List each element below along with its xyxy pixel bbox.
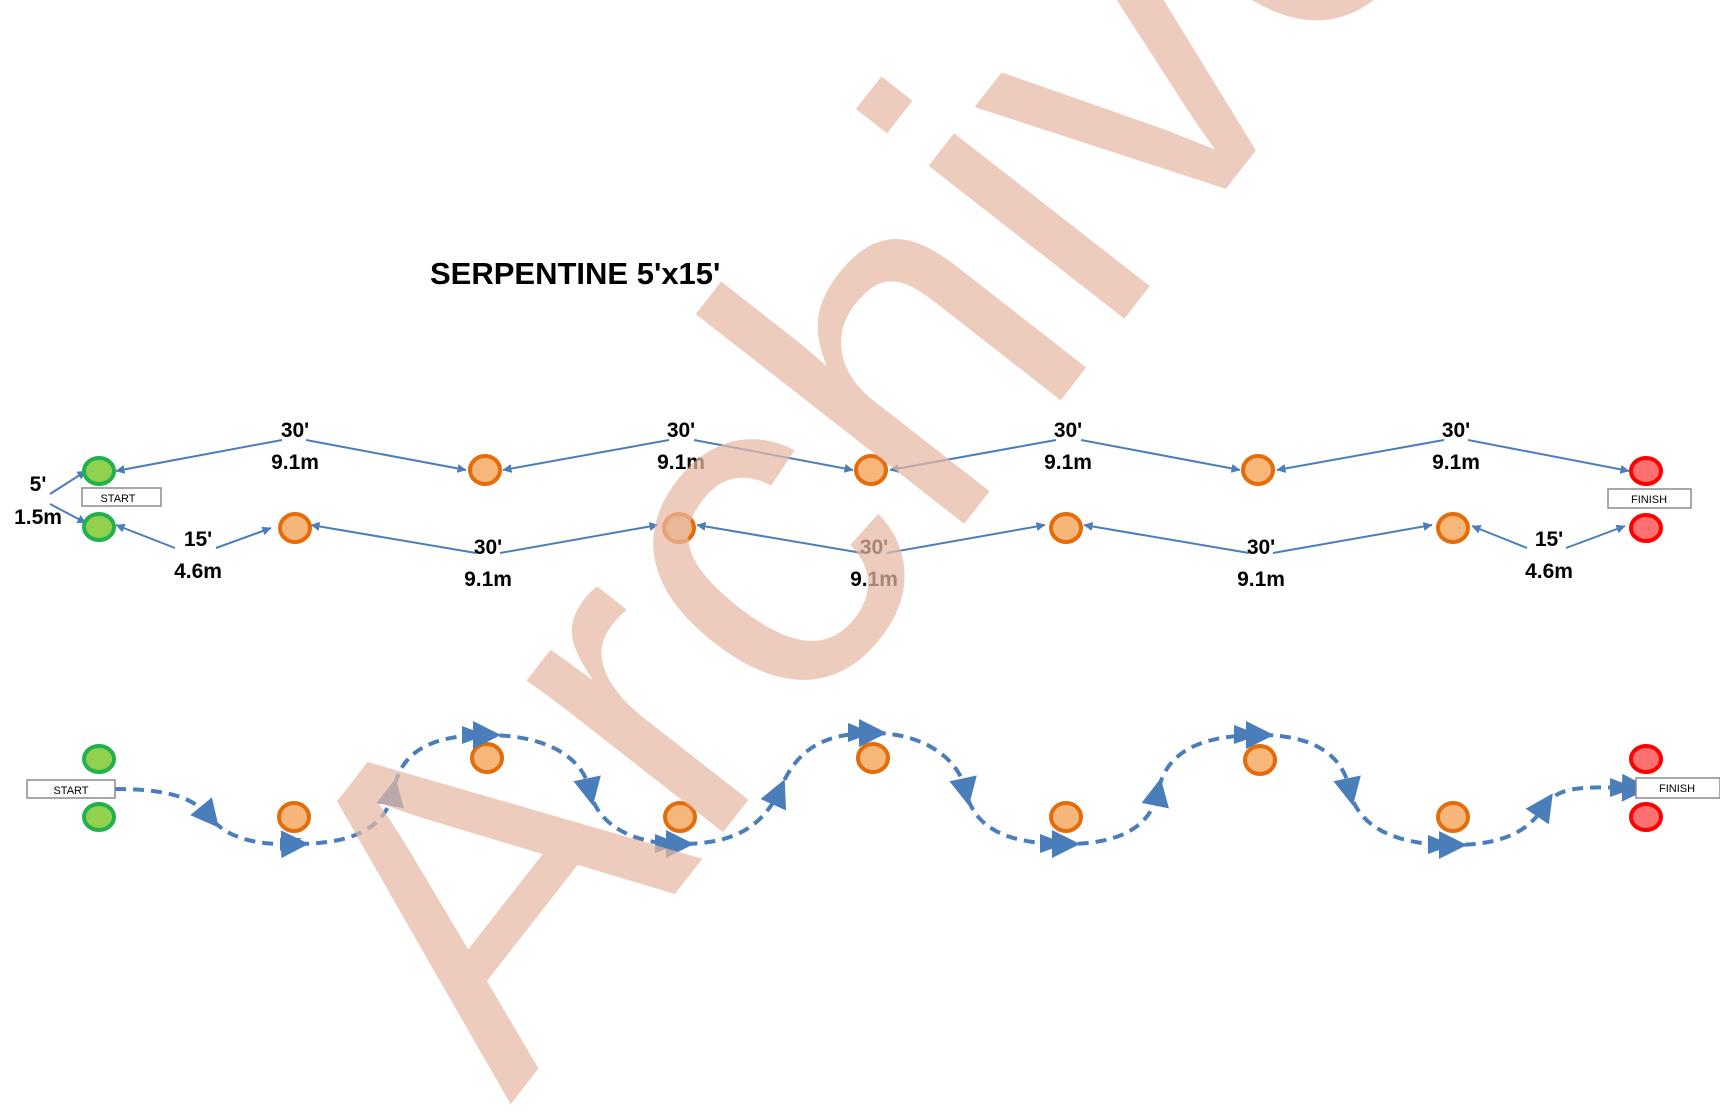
cone-top-2: [854, 454, 888, 486]
route-arrow-2: [462, 726, 486, 744]
route-cone-high-3: [1243, 744, 1277, 776]
route-finish-cone-top: [1629, 744, 1663, 774]
dim-line-top-1b: [305, 439, 467, 473]
dim-line-br-a: [1471, 524, 1528, 549]
dim-line-top-3b: [1080, 439, 1241, 473]
route-start-box: START: [26, 779, 116, 799]
dim-line-b1-a: [310, 521, 477, 554]
dim-label-br-m: 4.6m: [1525, 560, 1573, 583]
dim-label-b3-m: 9.1m: [1237, 568, 1285, 591]
dim-label-top-1-ft: 30': [281, 419, 309, 442]
archived-watermark: Archived: [175, 0, 1715, 1120]
cone-top-3: [1241, 454, 1275, 486]
route-cone-low-4: [1436, 801, 1470, 833]
start-cone-top: [82, 456, 116, 486]
cone-bottom-1: [278, 512, 312, 544]
dim-label-b1-ft: 30': [474, 536, 502, 559]
route-start-cone-top: [82, 744, 116, 774]
start-cone-bottom: [82, 512, 116, 542]
top-finish-label: FINISH: [1631, 494, 1667, 506]
route-cone-low-3: [1049, 801, 1083, 833]
dim-label-gap-m: 1.5m: [14, 506, 62, 529]
route-arrow-1: [280, 838, 302, 851]
dim-line-br-b: [1565, 524, 1626, 549]
top-dimension-labels: 30' 9.1m 30' 9.1m 30' 9.1m 30' 9.1m 5' 1…: [14, 419, 1480, 529]
dim-label-top-2-m: 9.1m: [657, 451, 705, 474]
dim-label-top-3-m: 9.1m: [1044, 451, 1092, 474]
route-arrow-4: [848, 723, 873, 742]
route-finish-box: FINISH: [1635, 777, 1720, 799]
dim-label-top-4-ft: 30': [1442, 419, 1470, 442]
dim-line-b2-b: [886, 522, 1046, 554]
route-arrow-6: [1234, 725, 1260, 744]
dim-label-b2-m: 9.1m: [850, 568, 898, 591]
top-start-box: START: [81, 487, 162, 507]
dim-line-top-4b: [1467, 439, 1630, 474]
cone-top-1: [468, 454, 502, 486]
route-arrow-3: [655, 834, 680, 853]
top-start-box-frame: [81, 487, 162, 507]
dim-label-top-1-m: 9.1m: [271, 451, 319, 474]
dim-line-gap-down: [49, 503, 87, 524]
route-arrow-7: [1428, 835, 1453, 854]
dim-line-top-1a: [115, 439, 283, 474]
finish-cone-bottom: [1629, 513, 1663, 543]
dim-line-bl-a: [115, 523, 176, 549]
dim-line-b3-a: [1083, 521, 1250, 554]
dim-line-b2-a: [696, 521, 863, 554]
dim-label-b1-m: 9.1m: [464, 568, 512, 591]
route-start-label: START: [53, 785, 88, 797]
route-finish-box-frame: [1635, 777, 1720, 799]
dim-label-br-ft: 15': [1535, 528, 1563, 551]
top-finish-box: FINISH: [1607, 488, 1692, 509]
bottom-row-cones: [82, 512, 1663, 544]
dim-label-top-3-ft: 30': [1054, 419, 1082, 442]
route-start-box-frame: [26, 779, 116, 799]
dim-label-bl-ft: 15': [184, 528, 212, 551]
cone-bottom-3: [1049, 512, 1083, 544]
route-arrow-5: [1040, 834, 1066, 853]
top-start-label: START: [100, 493, 135, 505]
route-arrow-8: [1610, 778, 1636, 797]
cone-bottom-4: [1436, 512, 1470, 544]
route-start-cone-bottom: [82, 802, 116, 832]
route-direction-arrows: [280, 723, 1636, 854]
bottom-dimension-labels: 15' 4.6m 30' 9.1m 30' 9.1m 30' 9.1m 15' …: [174, 528, 1573, 591]
dim-label-b2-ft: 30': [860, 536, 888, 559]
dim-line-gap-up: [49, 470, 87, 495]
dim-label-bl-m: 4.6m: [174, 560, 222, 583]
top-row-cones: [82, 454, 1663, 486]
dim-line-top-2b: [693, 439, 854, 473]
finish-cone-top: [1629, 456, 1663, 486]
top-finish-box-frame: [1607, 488, 1692, 509]
dim-label-gap-ft: 5': [30, 473, 47, 496]
dim-label-b3-ft: 30': [1247, 536, 1275, 559]
route-finish-cone-bottom: [1629, 802, 1663, 832]
top-dimension-lines: [49, 439, 1630, 524]
route-finish-label: FINISH: [1659, 783, 1695, 795]
dim-line-bl-b: [215, 526, 272, 549]
dim-line-b3-b: [1272, 522, 1433, 554]
dim-line-top-3a: [889, 439, 1057, 473]
dim-line-top-4a: [1276, 439, 1445, 473]
dim-label-top-2-ft: 30': [667, 419, 695, 442]
dim-line-top-2a: [502, 439, 670, 473]
diagram-title: SERPENTINE 5'x15': [430, 256, 720, 291]
dim-line-b1-b: [499, 522, 659, 554]
cone-bottom-2: [662, 512, 696, 544]
dim-label-top-4-m: 9.1m: [1432, 451, 1480, 474]
bottom-dimension-lines: [115, 521, 1626, 554]
